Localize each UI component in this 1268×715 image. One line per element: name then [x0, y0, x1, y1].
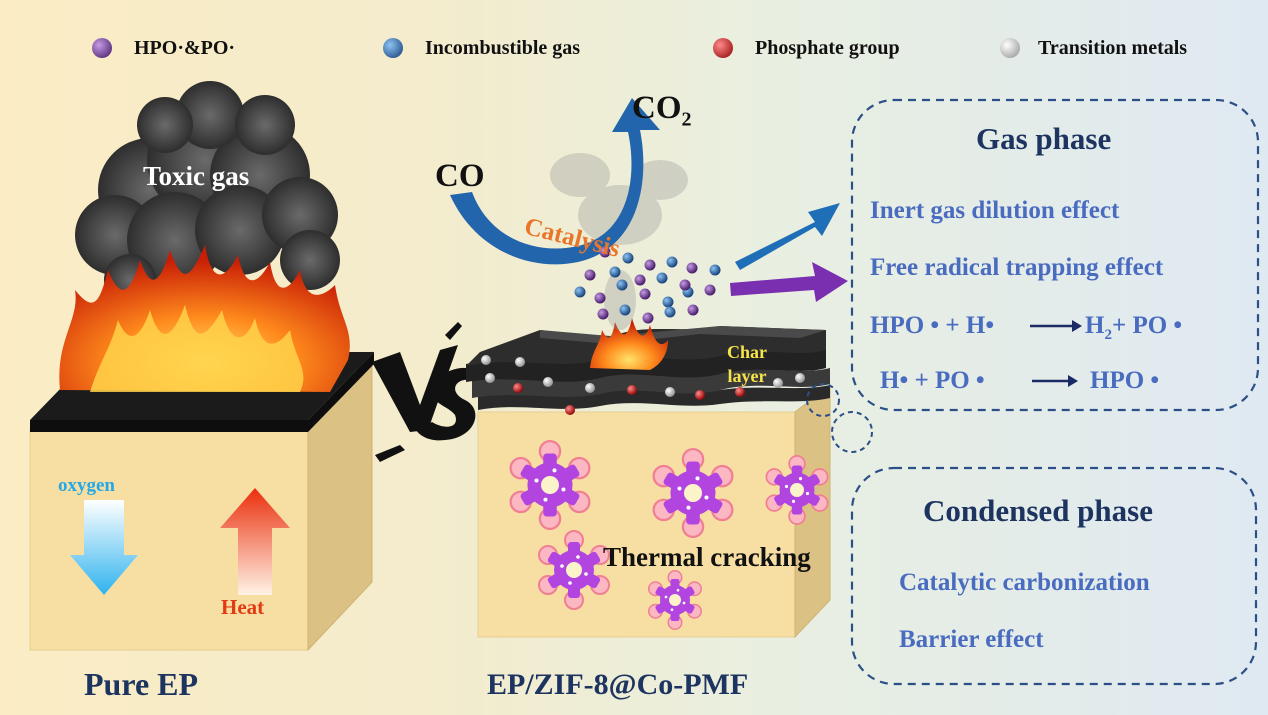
oxygen-label: oxygen [58, 475, 115, 496]
blue-particle [656, 272, 668, 284]
co2-base: CO [632, 90, 682, 126]
red-particle [627, 385, 637, 395]
legend-item-hpo-po: HPO·&PO· [92, 36, 235, 60]
purple-particle [639, 288, 651, 300]
reaction-arrow-2 [1032, 375, 1078, 387]
vs-logo [372, 322, 476, 462]
purple-particle [644, 259, 656, 271]
legend-label: Incombustible gas [425, 36, 581, 59]
blue-particle [664, 306, 676, 318]
co2-label: CO2 [632, 92, 692, 130]
white-ball-icon [1000, 38, 1020, 58]
condensed-phase-title: Condensed phase [923, 493, 1153, 528]
ep-zif8-caption: EP/ZIF-8@Co-PMF [487, 668, 749, 701]
purple-ball-icon [92, 38, 112, 58]
reaction-2-left: H• + PO • [880, 367, 985, 394]
white-particle [515, 357, 525, 367]
barrier-effect-text: Barrier effect [899, 626, 1044, 653]
legend-label: Phosphate group [755, 36, 900, 59]
white-particle [795, 373, 805, 383]
inert-gas-dilution-text: Inert gas dilution effect [870, 197, 1120, 224]
zoom-connector [806, 383, 873, 453]
purple-particle [597, 308, 609, 320]
blue-particle [666, 256, 678, 268]
free-radical-trapping-text: Free radical trapping effect [870, 254, 1164, 281]
red-particle [565, 405, 575, 415]
reaction-1-h: H [1085, 312, 1105, 339]
catalytic-carbonization-text: Catalytic carbonization [899, 569, 1150, 596]
purple-particle [594, 292, 606, 304]
legend-label: HPO·&PO· [134, 36, 236, 59]
white-particle [773, 378, 783, 388]
gas-phase-title: Gas phase [976, 121, 1112, 156]
particles [481, 246, 805, 415]
purple-particle [686, 262, 698, 274]
reaction-1-subscript: 2 [1104, 327, 1112, 343]
char-label-line1: Char [727, 342, 767, 362]
heat-up-arrow [220, 488, 290, 595]
blue-particle [616, 279, 628, 291]
blue-particle [574, 286, 586, 298]
heat-label: Heat [221, 595, 265, 619]
co-label: CO [435, 158, 485, 194]
char-label-line2: layer [727, 366, 767, 386]
purple-particle [704, 284, 716, 296]
reaction-1-po: + PO • [1111, 312, 1183, 339]
reaction-1-right: H2+ PO • [1085, 313, 1182, 343]
blue-particle [619, 304, 631, 316]
char-fire [590, 318, 668, 370]
legend-item-transition-metals: Transition metals [1000, 36, 1187, 60]
legend-label: Transition metals [1038, 36, 1188, 59]
red-ball-icon [713, 38, 733, 58]
catalysis-arrow [450, 98, 660, 265]
red-particle [513, 383, 523, 393]
char-layer-label: Char layer [727, 340, 767, 388]
reaction-1-left: HPO • + H• [870, 312, 995, 339]
purple-particle [599, 246, 611, 258]
red-particle [735, 387, 745, 397]
blue-particle [662, 296, 674, 308]
toxic-smoke-cloud [75, 81, 340, 306]
pure-ep-caption: Pure EP [84, 666, 199, 702]
reaction-arrow-1 [1030, 320, 1082, 332]
red-particle [695, 390, 705, 400]
white-particle [543, 377, 553, 387]
white-particle [485, 373, 495, 383]
purple-particle [687, 304, 699, 316]
gas-phase-purple-arrow [730, 262, 848, 302]
purple-particle [584, 269, 596, 281]
gas-phase-blue-arrow [735, 203, 840, 270]
legend-item-incombustible-gas: Incombustible gas [383, 36, 580, 60]
thermal-cracking-label: Thermal cracking [603, 542, 811, 572]
blue-particle [622, 252, 634, 264]
white-particle [481, 355, 491, 365]
purple-particle [642, 312, 654, 324]
blue-particle [609, 266, 621, 278]
blue-particle [709, 264, 721, 276]
legend-item-phosphate-group: Phosphate group [713, 36, 900, 60]
purple-particle [679, 279, 691, 291]
fire-flames [59, 245, 350, 392]
oxygen-down-arrow [70, 500, 138, 595]
reaction-2-right: HPO • [1090, 367, 1160, 394]
co2-subscript: 2 [681, 108, 692, 131]
toxic-gas-label: Toxic gas [143, 161, 250, 191]
condensed-phase-panel [850, 466, 1258, 686]
pure-ep-block [29, 350, 374, 652]
white-particle [665, 387, 675, 397]
white-particle [585, 383, 595, 393]
gas-phase-panel [850, 98, 1260, 412]
blue-ball-icon [383, 38, 403, 58]
purple-particle [634, 274, 646, 286]
